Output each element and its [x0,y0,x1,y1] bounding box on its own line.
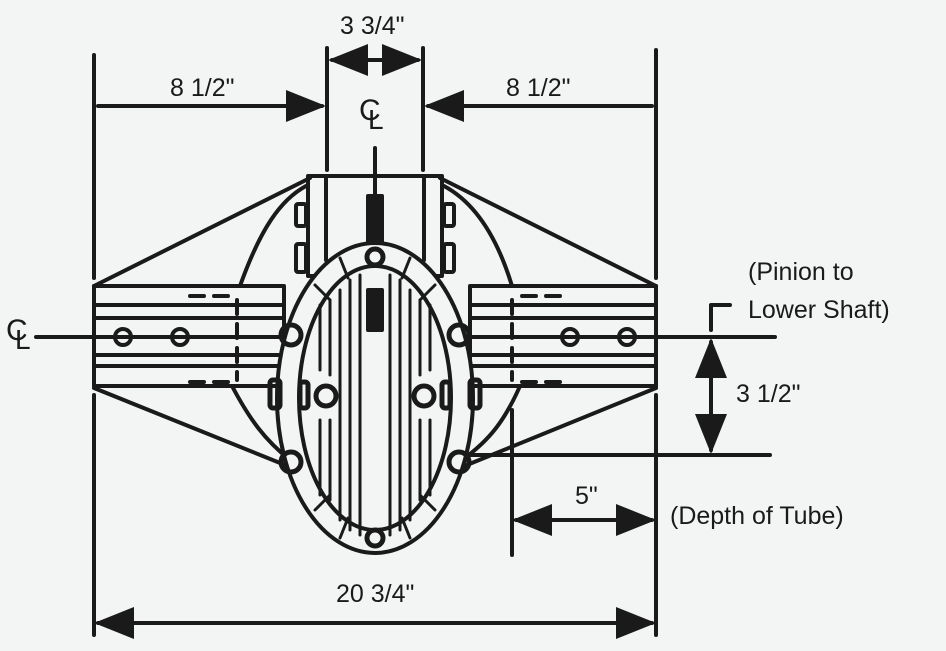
tube-depth-note: (Depth of Tube) [670,502,844,530]
dimension-lines [94,44,772,639]
centerline-c-glyph: C [6,314,28,347]
right-wing [438,176,658,469]
pinion-note-line2: Lower Shaft) [748,296,890,324]
left-wing [92,176,312,469]
horizontal-centerline-symbol: C L [6,316,36,360]
dim-pinion-offset: 3 1/2" [736,380,801,408]
centerline-l-glyph: L [368,104,384,135]
dim-overall-width: 20 3/4" [336,580,415,608]
pinion-note-line1: (Pinion to [748,258,854,286]
dim-tube-depth: 5" [575,482,598,510]
pinion-neck [294,174,456,278]
cover-bolts [267,246,483,549]
centerline-l-glyph: L [15,324,31,355]
dim-top-center-width: 3 3/4" [340,12,405,40]
dim-right-arm-length: 8 1/2" [506,74,571,102]
centerline-c-glyph: C [359,94,381,127]
vertical-centerline-symbol: C L [359,96,389,140]
dim-left-arm-length: 8 1/2" [170,74,235,102]
extension-lines [92,46,658,637]
